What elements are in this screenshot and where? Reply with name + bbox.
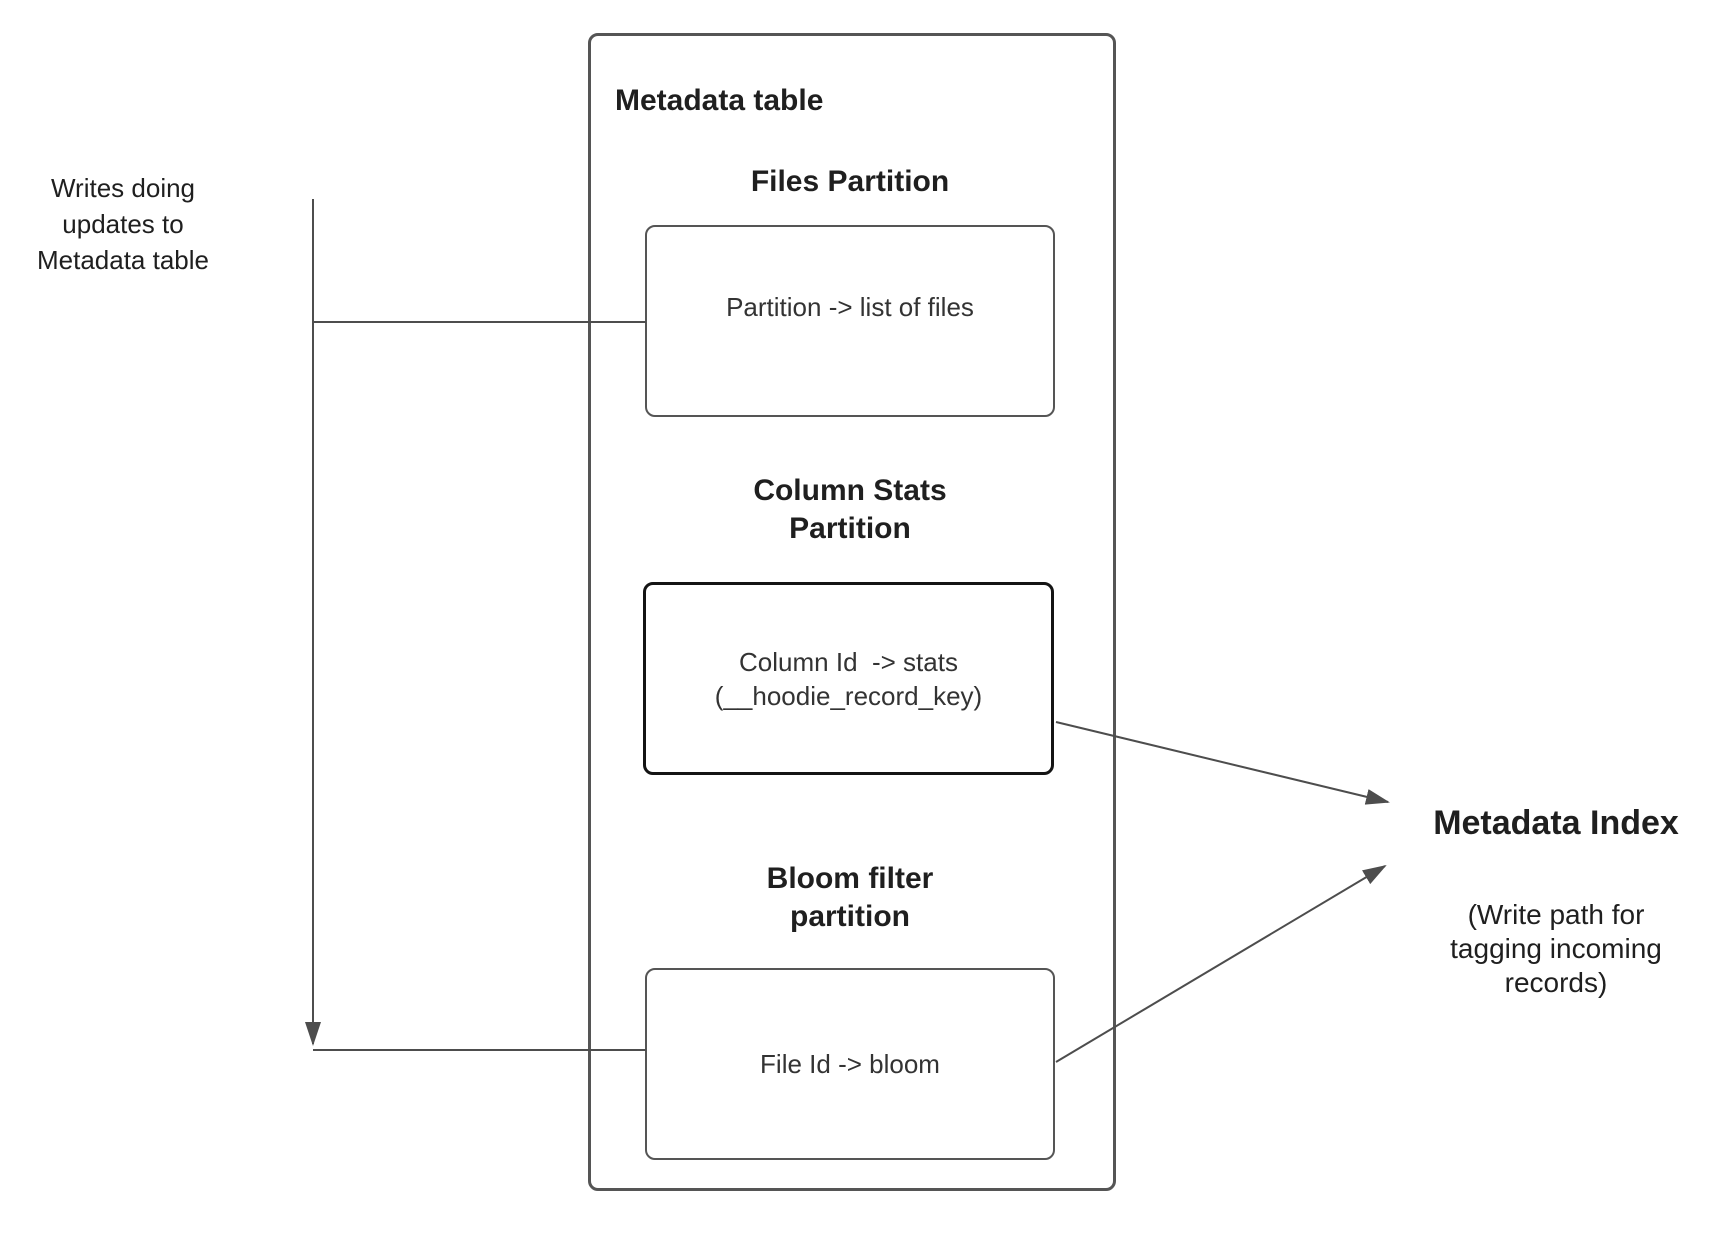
files-partition-heading-text: Files Partition	[750, 165, 950, 198]
metadata-table-title: Metadata table	[615, 84, 824, 117]
metadata-table-box	[588, 33, 1116, 1191]
column-stats-box-text-line1: Column Id -> stats	[739, 646, 958, 677]
metadata-index-subtitle: (Write path for tagging incoming records…	[1450, 899, 1662, 998]
files-partition-box-text: Partition -> list of files	[726, 292, 974, 322]
bloom-filter-box-text: File Id -> bloom	[760, 1049, 940, 1079]
bloom-filter-partition-box: File Id -> bloom	[645, 968, 1055, 1160]
column-stats-box-text-line2: (__hoodie_record_key)	[714, 680, 983, 711]
writes-note: Writes doing updates to Metadata table	[36, 173, 209, 275]
bloom-filter-partition-heading-text: Bloom filter partition	[766, 862, 934, 933]
files-partition-box: Partition -> list of files	[645, 225, 1055, 417]
column-stats-partition-heading-text: Column Stats Partition	[753, 474, 947, 545]
files-partition-heading: Files Partition	[645, 163, 1055, 201]
metadata-index-title: Metadata Index	[1433, 804, 1679, 842]
column-stats-partition-box: Column Id -> stats (__hoodie_record_key)	[643, 582, 1054, 775]
column-stats-partition-heading: Column Stats Partition	[645, 472, 1055, 548]
bloom-filter-partition-heading: Bloom filter partition	[645, 860, 1055, 936]
